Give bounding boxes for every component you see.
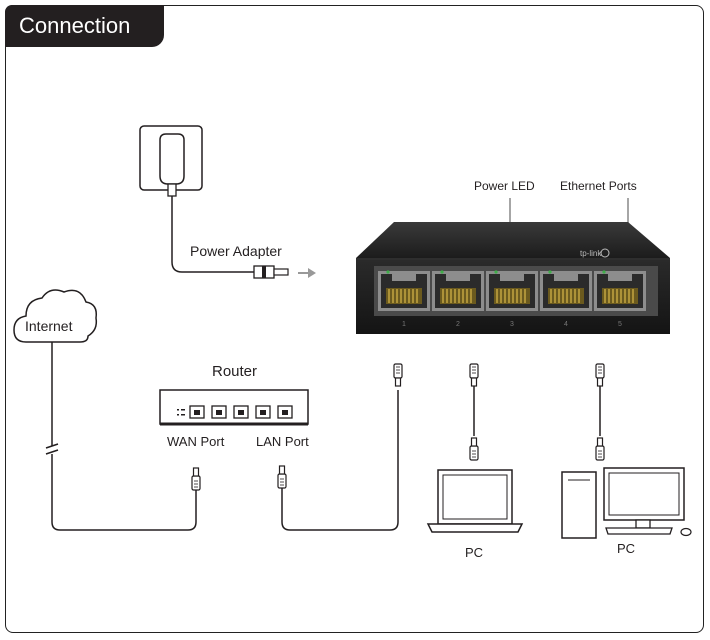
switch-port-5 xyxy=(593,270,647,312)
router-switch-cable xyxy=(281,390,399,531)
port-number: 2 xyxy=(456,321,460,328)
port-led xyxy=(602,270,606,274)
lan-port-label: LAN Port xyxy=(256,434,309,449)
router-icon xyxy=(159,389,309,426)
brand-logo: tp-link xyxy=(580,249,602,258)
internet-cable xyxy=(45,342,197,531)
ethernet-switch: tp-link 1 2 3 4 5 xyxy=(356,222,670,334)
ethernet-ports-label: Ethernet Ports xyxy=(560,179,637,193)
port-led xyxy=(440,270,444,274)
switch-port-4 xyxy=(539,270,593,312)
switch-cable-connector xyxy=(393,363,403,387)
section-title: Connection xyxy=(5,5,164,47)
internet-label: Internet xyxy=(25,318,73,334)
wan-port-label: WAN Port xyxy=(167,434,225,449)
port-led xyxy=(494,270,498,274)
port-number: 1 xyxy=(402,321,406,328)
power-adapter-label: Power Adapter xyxy=(190,243,282,259)
router-label: Router xyxy=(212,363,257,380)
internet-cloud-icon xyxy=(13,289,98,343)
desktop-pc-label: PC xyxy=(617,541,635,556)
laptop-cable xyxy=(469,363,479,461)
power-adapter-icon xyxy=(139,125,316,279)
switch-port-2 xyxy=(431,270,485,312)
switch-port-3 xyxy=(485,270,539,312)
power-led-label: Power LED xyxy=(474,179,535,193)
desktop-pc-icon xyxy=(561,467,692,539)
port-led xyxy=(548,270,552,274)
port-number: 5 xyxy=(618,321,622,328)
desktop-cable xyxy=(595,363,605,461)
port-number: 4 xyxy=(564,321,568,328)
port-led xyxy=(386,270,390,274)
switch-port-1 xyxy=(377,270,431,312)
port-number: 3 xyxy=(510,321,514,328)
laptop-icon xyxy=(426,469,524,533)
lan-cable-connector xyxy=(277,465,287,489)
wan-cable-connector xyxy=(191,467,201,491)
laptop-pc-label: PC xyxy=(465,545,483,560)
